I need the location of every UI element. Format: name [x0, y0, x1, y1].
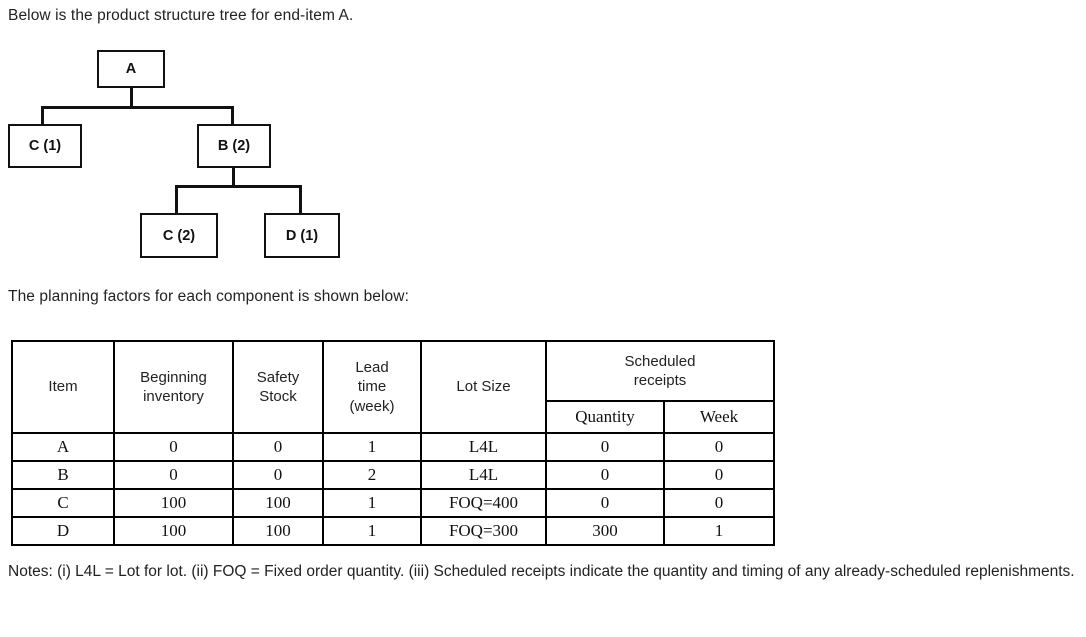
tree-node-d1: D (1) [264, 213, 340, 258]
cell-sr-week: 1 [663, 516, 775, 546]
col-header-beginning-inventory-line2: inventory [143, 388, 204, 405]
cell-sr-quantity: 300 [545, 516, 665, 546]
col-header-week: Week [663, 400, 775, 434]
table-body: A 0 0 1 L4L 0 0 B 0 0 2 L4L 0 0 C 100 10… [11, 432, 775, 546]
cell-lot-size: L4L [420, 460, 547, 490]
tree-connector-level1-horizontal [41, 106, 234, 109]
tree-node-b2-label: B (2) [217, 138, 251, 154]
table-row: A 0 0 1 L4L 0 0 [11, 432, 775, 462]
table-row: D 100 100 1 FOQ=300 300 1 [11, 516, 775, 546]
cell-safety-stock: 100 [232, 516, 324, 546]
tree-node-d1-label: D (1) [285, 227, 319, 244]
cell-beginning-inventory: 100 [113, 488, 234, 518]
table-row: B 0 0 2 L4L 0 0 [11, 460, 775, 490]
col-header-item: Item [11, 340, 115, 434]
tree-node-c2: C (2) [140, 213, 218, 258]
cell-lead-time: 1 [322, 516, 422, 546]
col-header-beginning-inventory-line1: Beginning [140, 368, 207, 386]
tree-connector-to-b2 [231, 106, 234, 126]
col-header-lead-time: Lead time (week) [322, 340, 422, 434]
tree-connector-to-c1 [41, 106, 44, 126]
tree-connector-to-c2 [175, 185, 178, 214]
tree-node-a-label: A [125, 61, 137, 77]
notes-text: Notes: (i) L4L = Lot for lot. (ii) FOQ =… [8, 563, 1075, 580]
cell-lot-size: L4L [420, 432, 547, 462]
col-header-lead-time-line1: Lead [355, 359, 389, 377]
cell-sr-quantity: 0 [545, 432, 665, 462]
cell-sr-week: 0 [663, 488, 775, 518]
cell-beginning-inventory: 0 [113, 432, 234, 462]
tree-connector-a-down [130, 86, 133, 108]
cell-item: D [11, 516, 115, 546]
product-structure-tree: A C (1) B (2) C (2) D (1) [0, 40, 420, 270]
cell-beginning-inventory: 100 [113, 516, 234, 546]
cell-sr-week: 0 [663, 432, 775, 462]
intro-text-top: Below is the product structure tree for … [8, 7, 354, 24]
tree-connector-to-d1 [299, 185, 302, 214]
col-header-lead-time-line3: (week) [349, 397, 395, 415]
tree-node-c1: C (1) [8, 124, 82, 168]
tree-connector-b2-down [232, 166, 235, 186]
col-header-beginning-inventory: Beginning inventory [113, 340, 234, 434]
tree-connector-level2-horizontal [175, 185, 302, 188]
cell-sr-quantity: 0 [545, 460, 665, 490]
cell-lot-size: FOQ=400 [420, 488, 547, 518]
col-header-safety-stock-line1: Safety [256, 368, 300, 386]
col-header-quantity: Quantity [545, 400, 665, 434]
tree-node-a: A [97, 50, 165, 88]
intro-text-mid: The planning factors for each component … [8, 288, 409, 305]
cell-beginning-inventory: 0 [113, 460, 234, 490]
cell-lead-time: 2 [322, 460, 422, 490]
planning-factors-table: Item Beginning inventory Safety Stock Le… [11, 340, 775, 546]
table-row: C 100 100 1 FOQ=400 0 0 [11, 488, 775, 518]
col-header-safety-stock: Safety Stock [232, 340, 324, 434]
cell-sr-week: 0 [663, 460, 775, 490]
cell-sr-quantity: 0 [545, 488, 665, 518]
cell-lead-time: 1 [322, 432, 422, 462]
col-header-scheduled-receipts-line2: receipts [633, 372, 687, 389]
cell-item: A [11, 432, 115, 462]
cell-item: B [11, 460, 115, 490]
col-header-scheduled-receipts-line1: Scheduled [624, 352, 696, 370]
tree-node-c1-label: C (1) [28, 138, 62, 154]
col-header-lead-time-line2: time [357, 378, 387, 396]
table-header-row-sub: Quantity Week [12, 400, 775, 434]
cell-safety-stock: 100 [232, 488, 324, 518]
col-header-scheduled-receipts: Scheduled receipts [545, 340, 775, 402]
tree-node-b2: B (2) [197, 124, 271, 168]
table-header-row-top: Item Beginning inventory Safety Stock Le… [11, 340, 775, 434]
col-header-lot-size: Lot Size [420, 340, 547, 434]
cell-lead-time: 1 [322, 488, 422, 518]
tree-node-c2-label: C (2) [162, 227, 196, 244]
cell-safety-stock: 0 [232, 460, 324, 490]
cell-lot-size: FOQ=300 [420, 516, 547, 546]
col-header-safety-stock-line2: Stock [259, 388, 297, 405]
cell-item: C [11, 488, 115, 518]
cell-safety-stock: 0 [232, 432, 324, 462]
